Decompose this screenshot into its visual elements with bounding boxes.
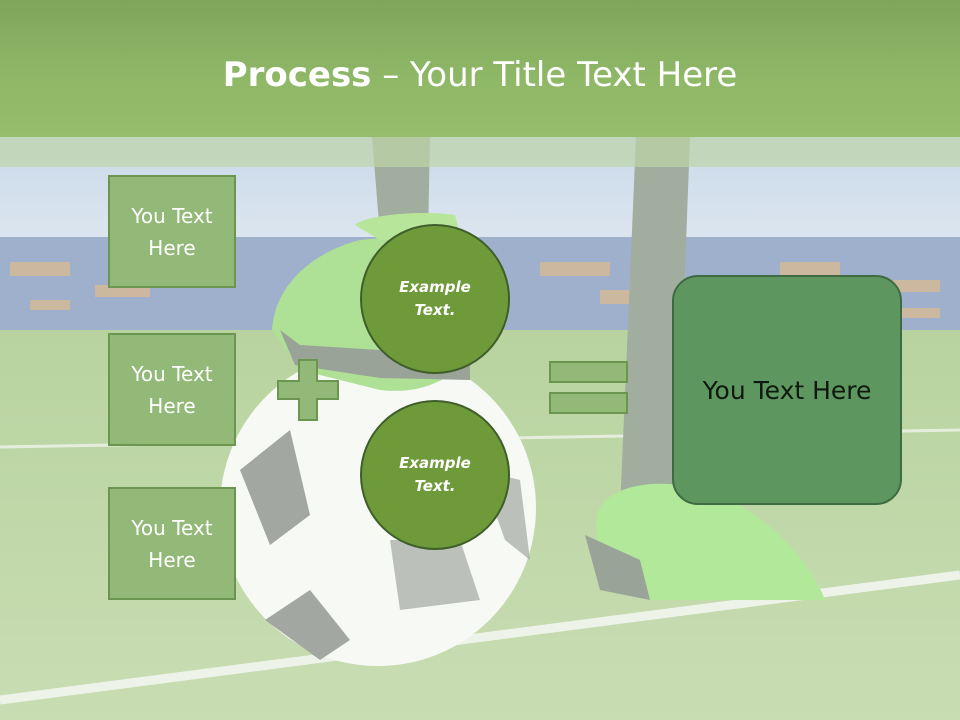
- text-box-2-label: You Text Here: [131, 361, 213, 418]
- result-box[interactable]: You Text Here: [672, 275, 902, 505]
- text-box-2[interactable]: You Text Here: [108, 333, 236, 446]
- text-box-1[interactable]: You Text Here: [108, 175, 236, 288]
- example-circle-2[interactable]: Example Text.: [360, 400, 510, 550]
- result-box-label: You Text Here: [702, 375, 872, 405]
- title-banner: [0, 0, 960, 137]
- text-box-3[interactable]: You Text Here: [108, 487, 236, 600]
- example-circle-2-label: Example Text.: [399, 454, 471, 495]
- title-rest: – Your Title Text Here: [371, 55, 738, 95]
- text-box-3-label: You Text Here: [131, 515, 213, 572]
- example-circle-1-label: Example Text.: [399, 278, 471, 319]
- plus-icon: [277, 359, 339, 421]
- text-box-1-label: You Text Here: [131, 203, 213, 260]
- title-bold: Process: [222, 55, 372, 95]
- example-circle-1[interactable]: Example Text.: [360, 224, 510, 374]
- equals-icon: [549, 361, 628, 414]
- slide-title: Process – Your Title Text Here: [0, 52, 960, 98]
- banner-strip: [0, 137, 960, 167]
